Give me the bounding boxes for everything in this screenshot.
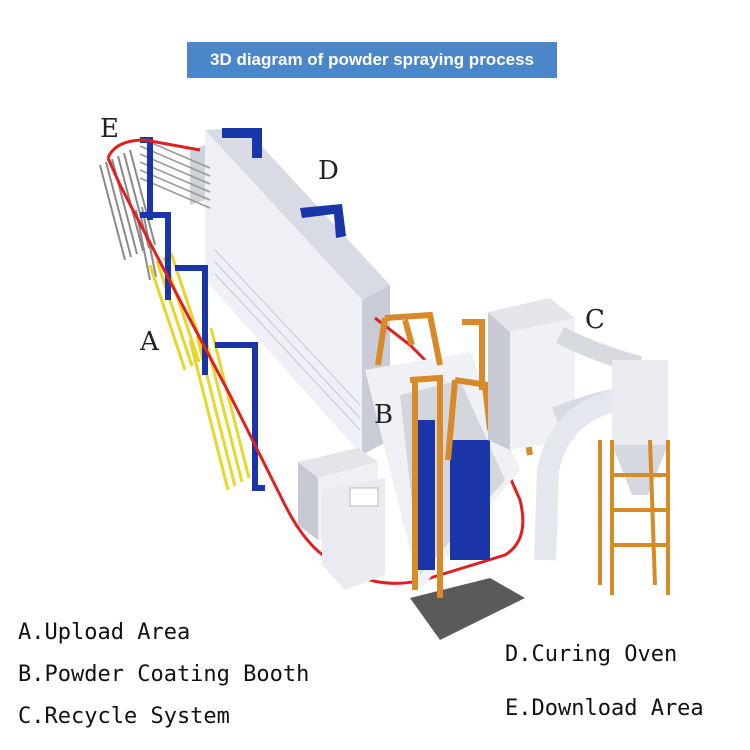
- legend-download-area: E.Download Area: [505, 696, 704, 721]
- spray-frames: [375, 311, 533, 598]
- label-c: C: [585, 305, 605, 335]
- oven-ducts: [222, 128, 346, 238]
- recycle-system: [488, 298, 670, 595]
- label-d: D: [318, 156, 339, 186]
- diagram-title: 3D diagram of powder spraying process: [187, 42, 557, 78]
- conveyor-line: [106, 138, 525, 585]
- label-e: E: [100, 114, 119, 144]
- control-cabinet: [298, 448, 385, 590]
- label-b: B: [374, 400, 394, 430]
- legend-upload-area: A.Upload Area: [18, 620, 191, 645]
- label-a: A: [140, 327, 159, 357]
- legend-recycle-system: C.Recycle System: [18, 704, 230, 729]
- legend-powder-coating-booth: B.Powder Coating Booth: [18, 662, 310, 687]
- curing-oven: [190, 128, 390, 455]
- legend-curing-oven: D.Curing Oven: [505, 642, 678, 667]
